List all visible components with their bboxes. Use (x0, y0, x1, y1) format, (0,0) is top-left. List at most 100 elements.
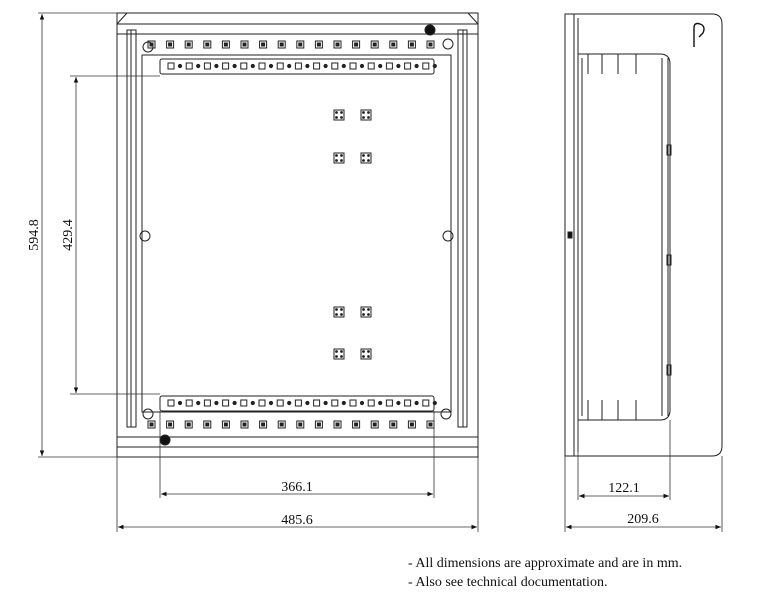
earth-point-icon (424, 24, 436, 36)
vent-slot-core (372, 422, 377, 427)
mounting-hole-dot (367, 355, 370, 358)
mounting-hole-dot (362, 308, 365, 311)
rail-hole (177, 400, 183, 406)
vent-slot-core (409, 422, 414, 427)
mounting-hole (360, 306, 372, 318)
rail-hole (396, 400, 401, 406)
vent-slot (352, 40, 361, 49)
vent-slot (147, 40, 156, 49)
rail-slot (203, 399, 211, 407)
rail-slot (404, 62, 412, 70)
rail-slot (385, 62, 393, 70)
vent-slot (259, 420, 268, 429)
vent-slot (240, 40, 249, 49)
vent-slot-core (428, 422, 433, 427)
vent-slot-core (391, 422, 396, 427)
vent-slot (184, 420, 193, 429)
mounting-hole-dot (335, 313, 338, 316)
rail-hole (232, 400, 237, 406)
mounting-hole (360, 348, 372, 360)
rail-hole (214, 63, 219, 69)
dim-rail-spacing: 429.4 (61, 219, 76, 251)
mounting-hole-dot (335, 350, 338, 353)
vent-slot-core (354, 42, 359, 47)
dimension-lines (38, 12, 723, 532)
rail-hole (432, 63, 437, 69)
rail-hole (414, 400, 419, 406)
rail-slot (240, 62, 248, 70)
vent-slot-core (186, 42, 191, 47)
rail-hole (323, 400, 328, 406)
dim-overall-width: 485.6 (281, 513, 313, 528)
dim-overall-height: 594.8 (27, 219, 42, 251)
mounting-hole (333, 306, 345, 318)
rail-slot (240, 399, 248, 407)
logo-icon (693, 22, 705, 47)
vent-slot-core (279, 422, 284, 427)
rail-slot (422, 399, 430, 407)
vent-slot-core (298, 422, 303, 427)
vent-slot (203, 40, 212, 49)
mounting-hole-dot (335, 111, 338, 114)
rail-hole (323, 63, 328, 69)
mounting-hole-dot (367, 111, 370, 114)
rail-hole (268, 63, 274, 69)
rail-hole (432, 400, 437, 406)
mounting-hole-dot (335, 116, 338, 119)
mounting-hole-dot (367, 308, 370, 311)
mounting-hole-dot (340, 355, 343, 358)
dim-inner-width: 366.1 (281, 480, 313, 495)
rail-hole (378, 63, 383, 69)
vent-slot-core (205, 422, 210, 427)
notes: - All dimensions are approximate and are… (408, 554, 768, 592)
mounting-hole (360, 109, 372, 121)
vent-slot (277, 40, 286, 49)
vent-slot-core (242, 422, 247, 427)
rail-hole (396, 63, 401, 69)
vent-slot (407, 420, 416, 429)
vent-slot (259, 40, 268, 49)
mounting-hole-dot (367, 313, 370, 316)
rail-hole (305, 63, 310, 69)
mounting-hole-dot (367, 159, 370, 162)
vent-slot (352, 420, 361, 429)
rail-slot (349, 62, 357, 70)
rail-hole (250, 400, 255, 406)
vent-slot-core (149, 422, 154, 427)
note-line: - All dimensions are approximate and are… (408, 556, 683, 571)
rail-slot (331, 62, 339, 70)
mounting-hole-dot (367, 116, 370, 119)
rail-hole (341, 63, 346, 69)
vent-slot-core (372, 42, 377, 47)
side-outline (564, 13, 723, 457)
rail-slot (313, 62, 321, 70)
vent-slot (333, 420, 342, 429)
rail-slot (222, 62, 230, 70)
vent-slot (221, 40, 230, 49)
rail-slot (331, 399, 339, 407)
vent-slot-core (205, 42, 210, 47)
dim-inner-depth: 122.1 (608, 481, 640, 496)
mounting-hole-dot (340, 350, 343, 353)
rail-slot (404, 399, 412, 407)
mounting-plate (141, 54, 452, 413)
vent-slot-core (391, 42, 396, 47)
rail-slot (294, 399, 302, 407)
vent-slot (166, 40, 175, 49)
vent-slot-core (409, 42, 414, 47)
rail-hole (359, 400, 365, 406)
vent-slot (370, 420, 379, 429)
vent-slot-core (428, 42, 433, 47)
rail-slot (367, 399, 375, 407)
mounting-hole-dot (362, 111, 365, 114)
rail-slot (167, 62, 175, 70)
vent-slot (184, 40, 193, 49)
rail-slot (258, 62, 266, 70)
mounting-hole-dot (340, 308, 343, 311)
vent-slot (426, 40, 435, 49)
rail-hole (287, 400, 292, 406)
rail-hole (359, 63, 365, 69)
vent-slot (314, 40, 323, 49)
vent-slot-core (223, 422, 228, 427)
